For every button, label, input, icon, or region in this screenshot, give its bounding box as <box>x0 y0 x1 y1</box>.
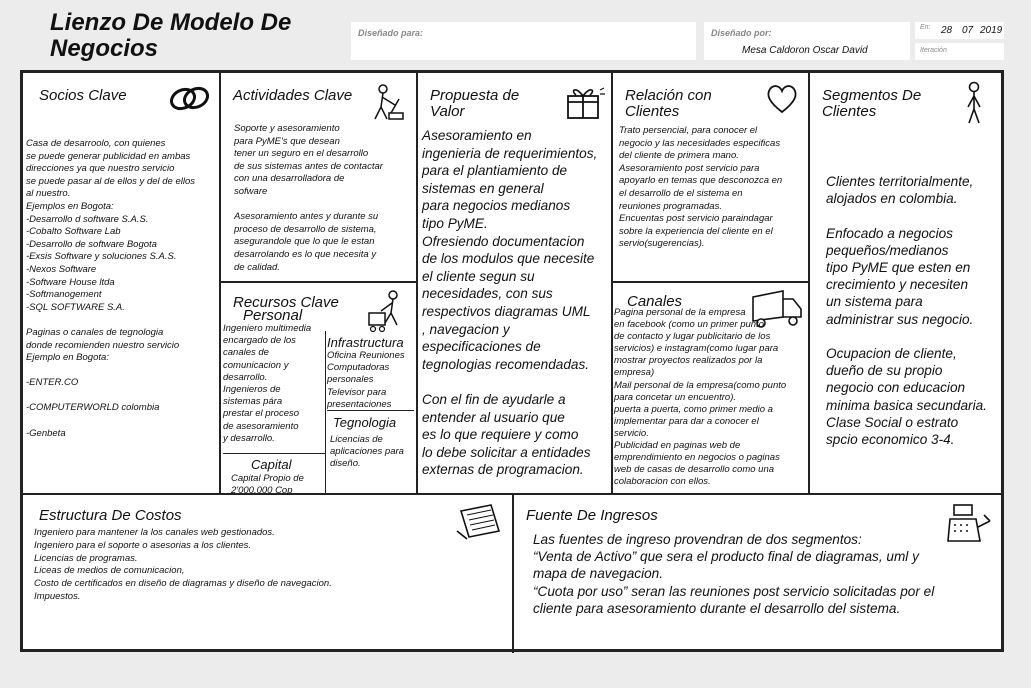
iteration-label: Iteración <box>920 47 947 54</box>
divider <box>325 331 326 493</box>
divider <box>416 73 418 495</box>
invoice-icon <box>456 504 501 540</box>
customer-relationships-section: Relación con Clientes Trato persencial, … <box>613 73 808 281</box>
date-year: 2019 <box>980 25 1003 36</box>
divider <box>808 73 810 495</box>
date-day: 28 <box>941 25 953 36</box>
channels-text: Pagina personal de la empresa en faceboo… <box>614 307 787 488</box>
key-activities-text: Soporte y asesoramiento para PyME's que … <box>234 123 383 273</box>
chain-link-icon <box>169 86 210 111</box>
cost-structure-text: Ingeniero para mantener la los canales w… <box>34 527 332 602</box>
divider <box>327 410 414 411</box>
infrastructure-title: Infrastructura <box>327 335 404 350</box>
gift-icon <box>567 87 605 119</box>
cost-structure-title: Estructura De Costos <box>39 507 182 524</box>
value-proposition-text: Asesoramiento en ingenieria de requerimi… <box>422 128 598 478</box>
designed-by-field[interactable]: Diseñado por: Mesa Caldoron Oscar David <box>704 22 910 60</box>
channels-section: Canales Pagina personal de la empresa en… <box>613 283 808 493</box>
iteration-field[interactable]: Iteración <box>915 43 1004 60</box>
divider <box>220 281 416 283</box>
customer-segments-section: Segmentos De Clientes Clientes territori… <box>810 73 1001 493</box>
designed-for-label: Diseñado para: <box>358 28 424 38</box>
divider <box>223 453 325 454</box>
key-resources-title: Recursos Clave <box>233 294 339 311</box>
divider <box>219 73 221 495</box>
revenue-streams-text: Las fuentes de ingreso provendran de dos… <box>533 532 935 616</box>
key-activities-title: Actividades Clave <box>233 87 353 104</box>
capital-text: Capital Propio de 2'000.000 Cop <box>231 473 304 497</box>
key-partners-section: Socios Clave Casa de desarroolo, con qui… <box>23 73 219 493</box>
heart-icon <box>767 85 797 114</box>
key-partners-text: Casa de desarroolo, con quienes se puede… <box>26 138 196 439</box>
value-proposition-section: Propuesta de Valor Asesoramiento en inge… <box>418 73 611 493</box>
date-month: 07 <box>962 25 974 36</box>
worker-cart-icon <box>368 290 398 333</box>
personal-text: Ingeniero multimedia encargado de los ca… <box>223 323 312 444</box>
page-title: Lienzo De Modelo De Negocios <box>50 9 292 62</box>
canvas-board: Socios Clave Casa de desarroolo, con qui… <box>20 70 1004 655</box>
key-resources-section: Recursos Clave Personal Ingeniero multim… <box>221 283 416 496</box>
technology-title: Tegnologia <box>333 415 397 430</box>
key-partners-title: Socios Clave <box>39 87 127 104</box>
truck-icon <box>752 290 802 328</box>
key-activities-section: Actividades Clave Soporte y asesoramient… <box>221 73 416 281</box>
value-proposition-title: Propuesta de Valor <box>430 87 520 120</box>
designed-for-field[interactable]: Diseñado para: <box>351 22 696 60</box>
infrastructure-text: Oficina Reuniones Computadoras personale… <box>327 350 405 410</box>
revenue-streams-title: Fuente De Ingresos <box>526 507 658 524</box>
cost-structure-section: Estructura De Costos Ingeniero para mant… <box>23 495 512 655</box>
divider <box>512 493 514 653</box>
cash-register-icon <box>947 504 991 542</box>
customer-relationships-text: Trato persencial, para conocer el negoci… <box>619 125 783 250</box>
date-field[interactable]: En: 28 07 2019 <box>915 22 1004 39</box>
divider <box>611 73 613 495</box>
technology-text: Licencias de aplicaciones para diseño. <box>330 434 404 470</box>
divider <box>612 281 808 283</box>
customer-segments-title: Segmentos De Clientes <box>822 87 922 120</box>
customer-relationships-title: Relación con Clientes <box>625 87 712 120</box>
worker-icon <box>374 84 404 120</box>
channels-title: Canales <box>627 293 683 310</box>
designer-name: Mesa Caldoron Oscar David <box>742 45 868 56</box>
capital-title: Capital <box>251 457 292 472</box>
person-icon <box>967 81 981 124</box>
designed-by-label: Diseñado por: <box>711 28 772 38</box>
revenue-streams-section: Fuente De Ingresos Las fuentes de ingres… <box>514 495 1001 655</box>
customer-segments-text: Clientes territorialmente, alojados en c… <box>826 174 987 448</box>
date-label: En: <box>920 24 931 31</box>
personal-subtitle: Personal <box>243 307 303 324</box>
